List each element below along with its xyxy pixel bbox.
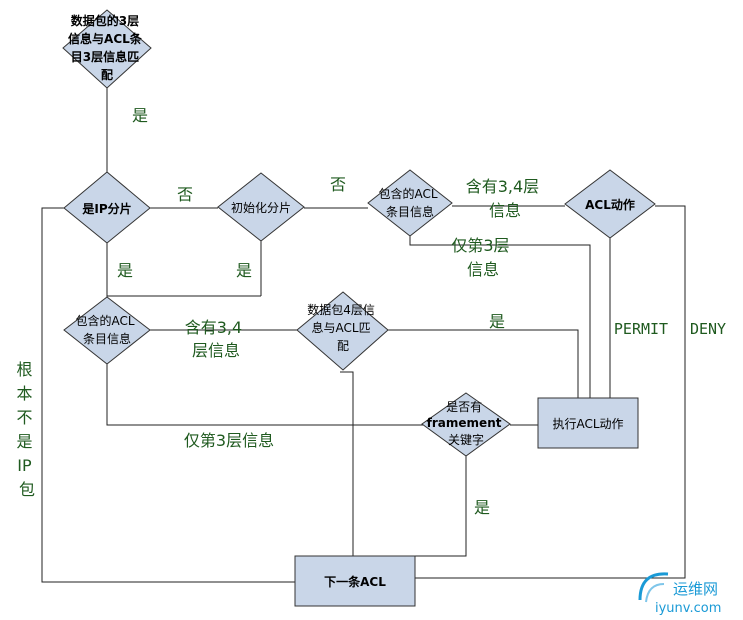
- site-watermark: 运维网 iyunv.com: [638, 572, 721, 616]
- label-permit: PERMIT: [614, 320, 668, 338]
- node-line: 数据包4层信: [307, 302, 375, 317]
- label-yes-mid: 是: [489, 312, 505, 331]
- swirl-logo-icon: [638, 572, 669, 601]
- node-line: 包含的ACL: [76, 313, 135, 328]
- label-yes-init: 是: [236, 261, 252, 280]
- decision-acl-action: ACL动作: [564, 169, 656, 239]
- label-deny: DENY: [690, 320, 726, 338]
- label-only-l3-bottom: 仅第3层信息: [184, 431, 274, 450]
- connector-lines: [41, 88, 686, 583]
- label-line: 含有3,4层: [466, 177, 539, 196]
- node-line: 关键字: [448, 432, 484, 447]
- svg-text:是否有 framement 关键字: 是否有 framement 关键字: [427, 400, 506, 447]
- svg-text:数据包的3层 信息与ACL条 目3层: 数据包的3层 信息与ACL条 目3层信息匹 配: [68, 13, 146, 82]
- node-line: 配: [337, 339, 349, 353]
- label-line: 根: [16, 360, 32, 379]
- decision-match-l3-info: 数据包的3层 信息与ACL条 目3层信息匹 配: [62, 9, 152, 89]
- svg-text:包含的ACL 条目信息: 包含的ACL 条目信息: [76, 313, 139, 346]
- label-line: IP: [17, 456, 32, 475]
- node-line: 条目信息: [83, 331, 131, 346]
- edge-labels: 是 否 否 含有3,4层 信息 仅第3层 信息 是 是 含有3,4 层信息 是 …: [16, 106, 726, 517]
- decision-match-l4-info: 数据包4层信 息与ACL匹 配: [296, 291, 389, 371]
- node-line: 包含的ACL: [379, 186, 438, 201]
- svg-text:包含的ACL 条目信息: 包含的ACL 条目信息: [379, 186, 442, 219]
- label-line: 信息: [467, 260, 499, 279]
- label-line: 包: [19, 480, 35, 499]
- node-label: ACL动作: [585, 197, 635, 212]
- label-no-1: 否: [177, 185, 193, 204]
- node-label: 执行ACL动作: [552, 417, 623, 431]
- label-line: 含有3,4: [185, 318, 242, 337]
- node-line: 信息与ACL条: [68, 31, 143, 46]
- svg-text:数据包4层信 息与ACL匹 配: 数据包4层信 息与ACL匹 配: [307, 302, 378, 353]
- node-line: 息与ACL匹: [312, 320, 371, 335]
- process-execute-acl-action: 执行ACL动作: [537, 397, 639, 449]
- decision-acl-contains-left: 包含的ACL 条目信息: [63, 296, 151, 365]
- decision-is-ip-fragment: 是IP分片: [63, 171, 151, 244]
- decision-has-fragment-keyword: 是否有 framement 关键字: [421, 392, 511, 457]
- node-label: 初始化分片: [231, 201, 291, 215]
- watermark-site-url: iyunv.com: [655, 601, 721, 616]
- decision-initial-fragment: 初始化分片: [217, 172, 305, 242]
- label-line: 仅第3层: [451, 236, 509, 255]
- label-line: 本: [16, 384, 32, 403]
- label-line: 层信息: [192, 341, 240, 360]
- label-contains-34-left: 含有3,4 层信息: [185, 318, 248, 360]
- label-line: 是: [16, 432, 32, 451]
- decision-acl-contains-top: 包含的ACL 条目信息: [367, 169, 453, 237]
- label-not-ip-packet: 根 本 不 是 IP 包: [16, 360, 37, 499]
- label-no-2: 否: [330, 175, 346, 194]
- label-line: 不: [16, 408, 32, 427]
- label-only-l3-top: 仅第3层 信息: [451, 236, 514, 279]
- node-line: 条目信息: [386, 204, 434, 219]
- label-yes-bottom: 是: [474, 498, 490, 517]
- node-label: 下一条ACL: [324, 574, 386, 589]
- label-line: 信息: [489, 201, 521, 220]
- node-line: 配: [101, 67, 113, 82]
- label-yes-top: 是: [132, 106, 148, 125]
- process-next-acl: 下一条ACL: [294, 555, 416, 607]
- watermark-site-name: 运维网: [673, 580, 718, 598]
- node-line: 数据包的3层: [71, 13, 139, 28]
- node-line: 目3层信息匹: [71, 49, 139, 64]
- node-line: 是否有: [446, 400, 482, 414]
- label-contains-34-top: 含有3,4层 信息: [466, 177, 545, 220]
- node-line: framement: [427, 416, 502, 430]
- node-label: 是IP分片: [81, 201, 131, 216]
- label-yes-left: 是: [117, 261, 133, 280]
